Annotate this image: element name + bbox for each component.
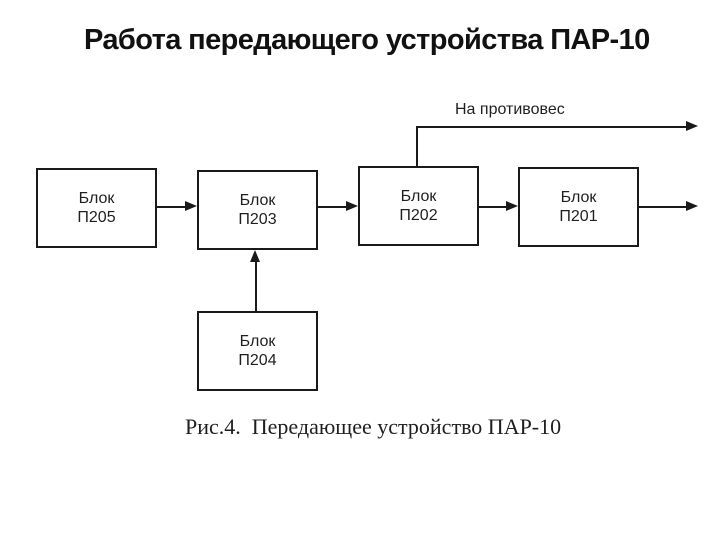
slide-title: Работа передающего устройства ПАР-10 — [84, 24, 650, 56]
arrowhead-right-icon — [346, 201, 358, 211]
block-p205: Блок П205 — [36, 168, 157, 248]
block-p201: Блок П201 — [518, 167, 639, 247]
block-p205-name: Блок — [78, 190, 115, 207]
block-p203-name: Блок — [239, 192, 276, 209]
block-p203: Блок П203 — [197, 170, 318, 250]
connector-p202-counterweight-horizontal — [416, 126, 686, 128]
block-p201-name: Блок — [560, 189, 597, 206]
connector-p203-p202 — [318, 206, 346, 208]
counterweight-label: На противовес — [455, 101, 565, 118]
connector-p204-p203 — [255, 261, 257, 311]
figure-caption: Рис.4. Передающее устройство ПАР-10 — [185, 414, 562, 439]
block-p205-code: П205 — [77, 209, 116, 226]
block-p202: Блок П202 — [358, 166, 479, 246]
arrowhead-right-icon — [686, 201, 698, 211]
block-p204-name: Блок — [239, 333, 276, 350]
connector-p202-counterweight-vertical — [416, 127, 418, 166]
block-p204: Блок П204 — [197, 311, 318, 391]
arrowhead-right-icon — [185, 201, 197, 211]
arrowhead-right-icon — [686, 121, 698, 131]
connector-p205-p203 — [157, 206, 186, 208]
block-p202-name: Блок — [400, 188, 437, 205]
connector-p201-output — [639, 206, 686, 208]
block-p204-code: П204 — [238, 352, 277, 369]
arrowhead-up-icon — [250, 250, 260, 262]
block-p202-code: П202 — [399, 207, 438, 224]
block-p201-code: П201 — [559, 208, 598, 225]
arrowhead-right-icon — [506, 201, 518, 211]
connector-p202-p201 — [479, 206, 506, 208]
block-p203-code: П203 — [238, 211, 277, 228]
